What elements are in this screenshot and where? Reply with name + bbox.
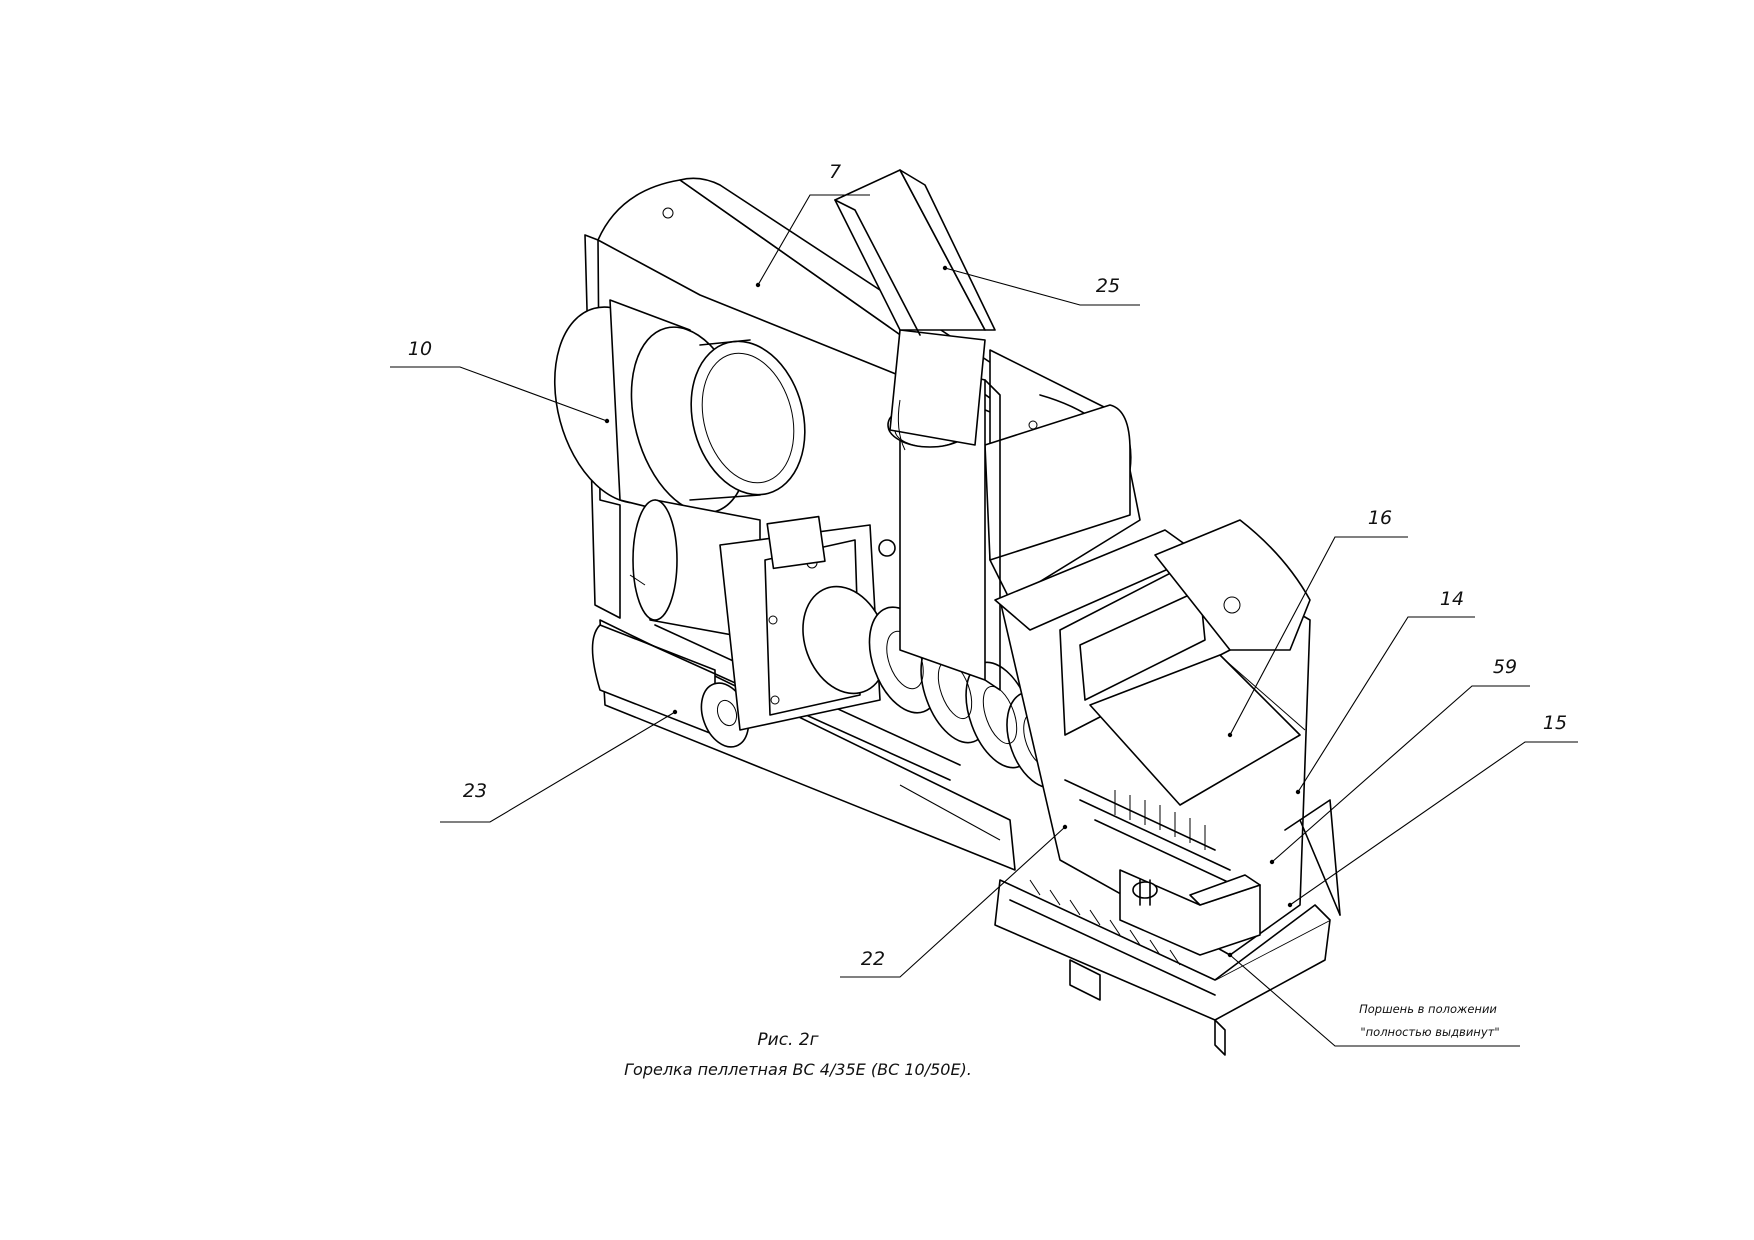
leaders [390,194,1578,1047]
callout-10: 10 [408,338,432,360]
fan-housing [553,299,806,521]
callout-22: 22 [861,948,885,970]
callout-15: 15 [1543,712,1567,734]
callout-16: 16 [1368,507,1392,529]
caption-title: Горелка пеллетная ВС 4/35Е (ВС 10/50Е). [624,1060,972,1079]
ash-tray [994,799,1341,1056]
caption-figure-number: Рис. 2г [757,1030,818,1050]
callout-23: 23 [463,780,487,802]
figure-caption: Рис. 2г Горелка пеллетная ВС 4/35Е (ВС 1… [624,1030,972,1079]
feed-chute [834,169,1001,691]
cleaning-piston [1119,869,1261,956]
housing-right-block [984,349,1141,601]
callout-14: 14 [1440,588,1464,610]
callout-7: 7 [829,161,841,183]
upper-flange-block [994,519,1311,806]
tray-ribs [1029,879,1181,966]
chamber-slots [1114,790,1206,850]
callout-25: 25 [1096,275,1120,297]
callout-labels: 7 25 10 16 14 59 15 23 22 [408,161,1567,970]
piston-note: Поршень в положении "полностью выдвинут" [1359,1002,1500,1039]
note-line-1: Поршень в положении [1359,1002,1497,1016]
note-line-2: "полностью выдвинут" [1360,1025,1499,1039]
callout-59: 59 [1493,656,1517,678]
